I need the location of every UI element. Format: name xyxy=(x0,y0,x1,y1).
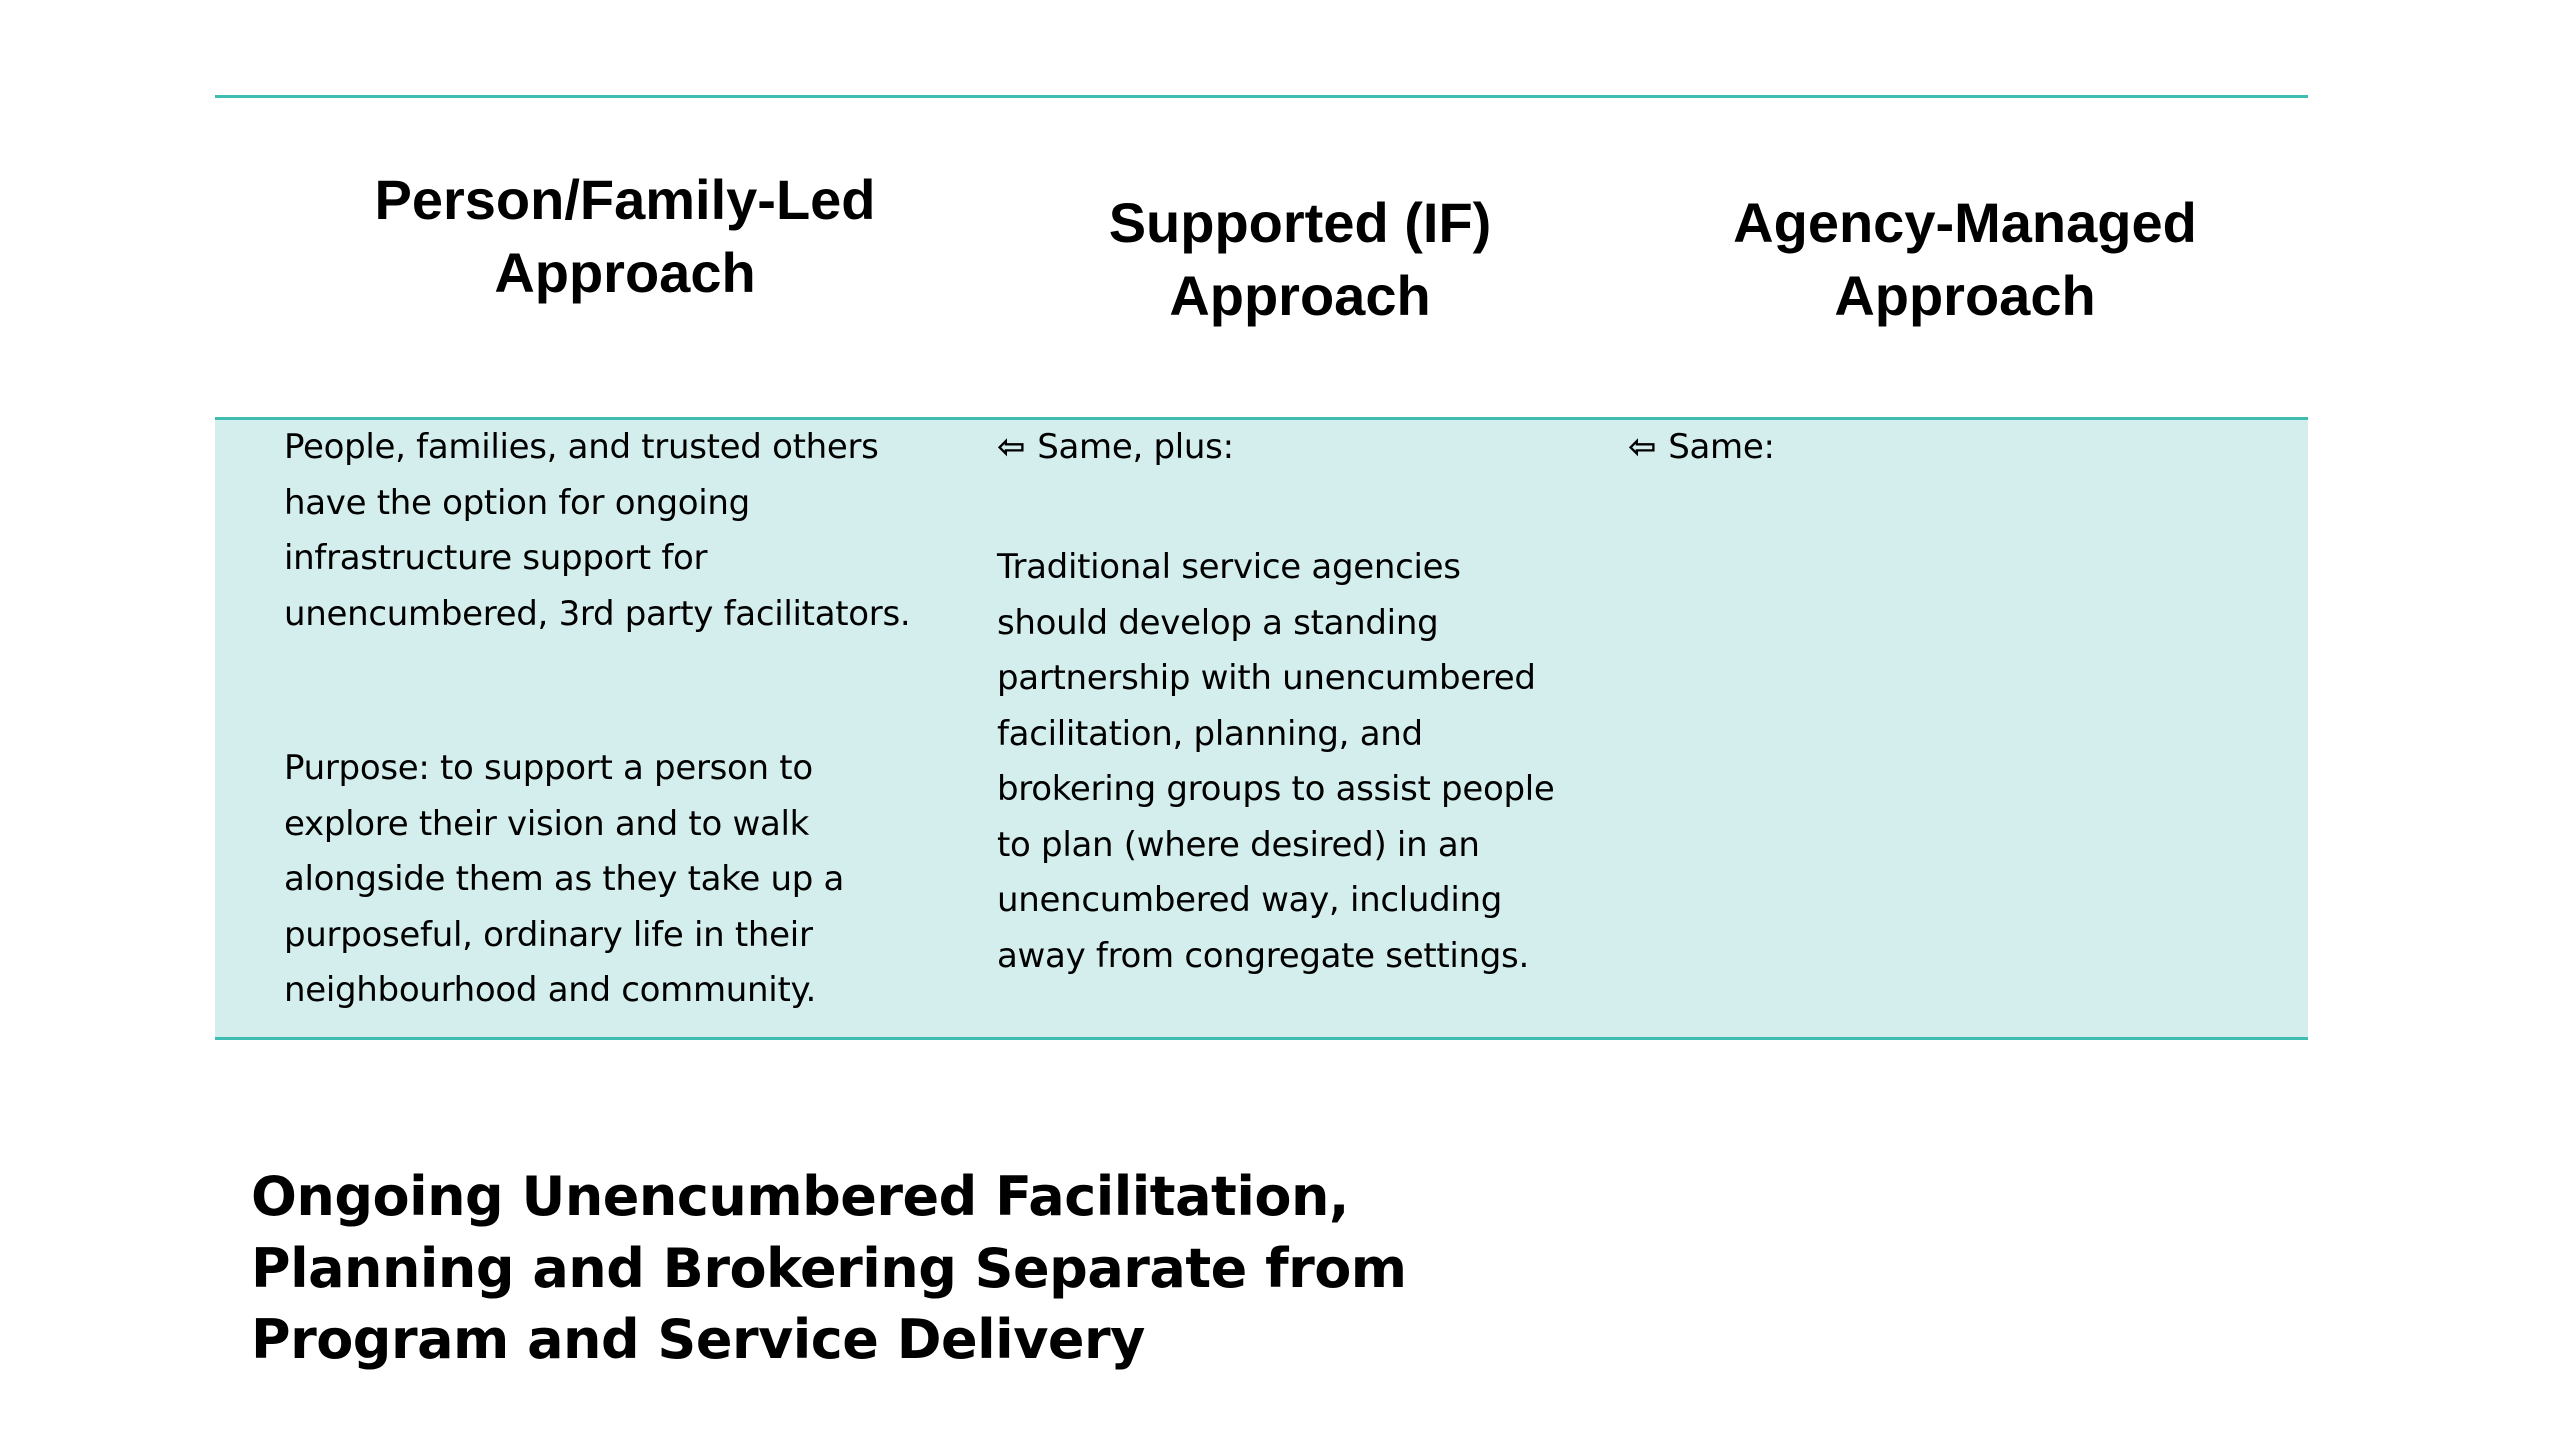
table-body-band xyxy=(215,420,2308,1037)
table-header-rule xyxy=(215,417,2308,420)
back-arrow-icon: ⇦ xyxy=(1628,427,1657,467)
supported-if-partnership-text: Traditional service agencies should deve… xyxy=(997,547,1555,976)
supported-if-lead: ⇦ Same, plus: xyxy=(997,420,1637,476)
column-heading-supported-if: Supported (IF) Approach xyxy=(1108,191,1492,327)
supported-if-lead-label: Same, plus: xyxy=(1037,427,1234,467)
person-family-led-purpose-text: Purpose: to support a person to explore … xyxy=(284,748,845,1010)
agency-managed-lead-label: Same: xyxy=(1668,427,1775,467)
agency-managed-lead: ⇦ Same: xyxy=(1628,420,2228,476)
table-top-rule xyxy=(215,95,2308,98)
back-arrow-icon: ⇦ xyxy=(997,427,1026,467)
column-heading-agency-managed: Agency-Managed Approach xyxy=(1733,191,2197,327)
table-bottom-rule xyxy=(215,1037,2308,1040)
person-family-led-option-text: People, families, and trusted others hav… xyxy=(284,427,911,634)
column-heading-person-family-led: Person/Family-Led Approach xyxy=(374,168,876,304)
slide-title: Ongoing Unencumbered Facilitation, Plann… xyxy=(251,1165,1407,1371)
